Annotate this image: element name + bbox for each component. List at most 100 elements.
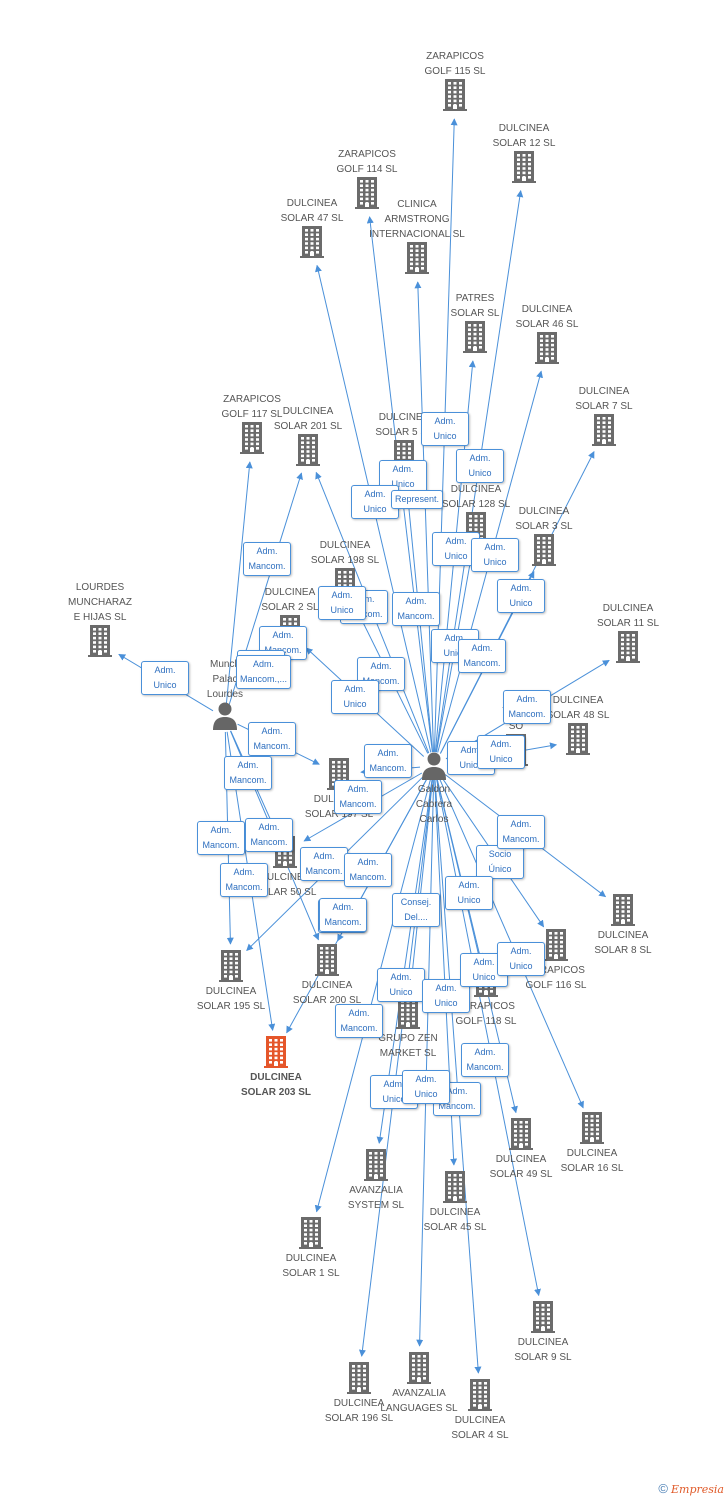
edge-label[interactable]: Adm. Unico xyxy=(379,460,427,494)
node-label: ZARAPICOS GOLF 117 SL xyxy=(221,394,283,420)
node-label: DULCINEA SOLAR 195 SL xyxy=(196,986,266,1012)
edge-label[interactable]: Adm. Mancom. xyxy=(364,744,412,778)
company-node-d1[interactable]: DULCINEA SOLAR 1 SL xyxy=(256,1217,366,1281)
node-label: AVANZALIA LANGUAGES SL xyxy=(380,1388,458,1414)
edge-label[interactable]: Adm. Mancom. xyxy=(220,863,268,897)
node-label: DULCINEA SOLAR 196 SL xyxy=(324,1398,394,1424)
building-icon xyxy=(537,1112,647,1144)
edge-label[interactable]: Adm. Unico xyxy=(477,735,525,769)
node-label: GRUPO ZEN MARKET SL xyxy=(378,1033,438,1059)
node-label: ZARAPICOS GOLF 116 SL xyxy=(525,965,587,991)
node-label: DULCINEA SOLAR 45 SL xyxy=(423,1207,487,1233)
edge-label[interactable]: Adm. Mancom. xyxy=(319,898,367,932)
node-label: DULCINEA SOLAR 8 SL xyxy=(594,930,652,956)
building-icon xyxy=(221,1036,331,1068)
edge-label[interactable]: Adm. Mancom. xyxy=(461,1043,509,1077)
edge-label[interactable]: Adm. Unico xyxy=(422,979,470,1013)
company-node-d47[interactable]: DULCINEA SOLAR 47 SL xyxy=(257,196,367,258)
edge-label[interactable]: Adm. Mancom. xyxy=(392,592,440,626)
edge-label[interactable]: Adm. Unico xyxy=(141,661,189,695)
edge-label[interactable]: Adm. Mancom. xyxy=(334,780,382,814)
edge-label[interactable]: Adm. Unico xyxy=(497,942,545,976)
node-label: DULCINEA SOLAR 16 SL xyxy=(560,1148,624,1174)
company-node-lourdes[interactable]: LOURDES MUNCHARAZ E HIJAS SL xyxy=(45,580,155,657)
company-node-patres[interactable]: PATRES SOLAR SL xyxy=(420,291,530,353)
edge-label[interactable]: Adm. Mancom.,... xyxy=(236,655,292,689)
company-node-d195[interactable]: DULCINEA SOLAR 195 SL xyxy=(176,950,286,1014)
company-node-d201[interactable]: DULCINEA SOLAR 201 SL xyxy=(253,404,363,466)
edge-label[interactable]: Adm. Mancom. xyxy=(335,1004,383,1038)
person-icon xyxy=(379,752,489,780)
node-label: AVANZALIA SYSTEM SL xyxy=(347,1185,405,1211)
company-node-d9[interactable]: DULCINEA SOLAR 9 SL xyxy=(488,1301,598,1365)
company-node-z114[interactable]: ZARAPICOS GOLF 114 SL xyxy=(312,147,422,209)
company-node-d12[interactable]: DULCINEA SOLAR 12 SL xyxy=(469,121,579,183)
company-node-d7[interactable]: DULCINEA SOLAR 7 SL xyxy=(549,384,659,446)
building-icon xyxy=(176,950,286,982)
person-node-mpl[interactable]: Munch Palac Lourdes xyxy=(170,657,280,730)
building-icon xyxy=(425,1379,535,1411)
edge-label[interactable]: Adm. Mancom. xyxy=(245,818,293,852)
building-icon xyxy=(469,151,579,183)
building-icon xyxy=(312,177,422,209)
building-icon xyxy=(400,1171,510,1203)
company-node-d45[interactable]: DULCINEA SOLAR 45 SL xyxy=(400,1171,510,1235)
company-node-d49[interactable]: DULCINEA SOLAR 49 SL xyxy=(466,1118,576,1182)
edge-label[interactable]: Consej. Del.... xyxy=(392,893,440,927)
edge-label[interactable]: Adm. Mancom. xyxy=(224,756,272,790)
edge-label[interactable]: Adm. Unico xyxy=(377,968,425,1002)
edge-label[interactable]: Adm. Unico xyxy=(318,586,366,620)
edge-label[interactable]: Adm. Unico xyxy=(421,412,469,446)
building-icon xyxy=(501,929,611,961)
edge-gc-d4 xyxy=(434,779,482,1374)
company-node-z116[interactable]: ZARAPICOS GOLF 116 SL xyxy=(501,929,611,993)
company-node-zen[interactable]: GRUPO ZEN MARKET SL xyxy=(353,997,463,1061)
edge-label[interactable]: Adm. Unico xyxy=(331,680,379,714)
company-node-d11[interactable]: DULCINEA SOLAR 11 SL xyxy=(573,601,683,663)
node-label: LOURDES MUNCHARAZ E HIJAS SL xyxy=(68,582,132,623)
company-node-d196[interactable]: DULCINEA SOLAR 196 SL xyxy=(304,1362,414,1426)
edge-label[interactable]: Adm. Mancom. xyxy=(503,690,551,724)
node-label: DULCINEA SOLAR 1 SL xyxy=(282,1253,340,1279)
edge-label[interactable]: Socio Único xyxy=(476,845,524,879)
company-node-z117[interactable]: ZARAPICOS GOLF 117 SL xyxy=(197,392,307,454)
company-node-z115[interactable]: ZARAPICOS GOLF 115 SL xyxy=(400,49,510,111)
edge-label[interactable]: Adm. Mancom. xyxy=(344,853,392,887)
edge-label[interactable]: Adm. Unico xyxy=(456,449,504,483)
edge-label[interactable]: Represent. xyxy=(391,490,444,509)
node-label: DULCINEA SOLAR 9 SL xyxy=(514,1337,572,1363)
person-node-gc[interactable]: Galdon Cabrera Carlos xyxy=(379,752,489,827)
edge-gc-d1 xyxy=(314,779,431,1213)
edge-label[interactable]: Adm. Mancom. xyxy=(248,722,296,756)
edge-label[interactable]: Adm. Mancom. xyxy=(300,847,348,881)
edge-label[interactable]: Adm. Unico xyxy=(471,538,519,572)
building-icon xyxy=(488,1301,598,1333)
building-icon xyxy=(400,79,510,111)
company-node-d200[interactable]: DULCINEA SOLAR 200 SL xyxy=(272,944,382,1008)
building-icon xyxy=(568,894,678,926)
edge-gc-avlang xyxy=(416,779,435,1347)
node-label: Galdon Cabrera Carlos xyxy=(415,784,453,825)
building-icon xyxy=(256,1217,366,1249)
edge-label[interactable]: Adm. Mancom. xyxy=(243,542,291,576)
company-node-d16[interactable]: DULCINEA SOLAR 16 SL xyxy=(537,1112,647,1176)
company-node-avlang[interactable]: AVANZALIA LANGUAGES SL xyxy=(364,1352,474,1416)
edge-label[interactable]: Adm. Unico xyxy=(402,1070,450,1104)
company-node-d48[interactable]: DULCINEA SOLAR 48 SL xyxy=(523,693,633,755)
edge-label[interactable]: Adm. Mancom. xyxy=(458,639,506,673)
node-label: DULCINEA SOLAR 12 SL xyxy=(492,123,556,149)
building-icon xyxy=(420,321,530,353)
node-label: DULCINEA SOLAR 2 SL xyxy=(261,587,319,613)
edge-label[interactable]: Adm. Unico xyxy=(497,579,545,613)
company-node-d3[interactable]: DULCINEA SOLAR 3 SL xyxy=(489,504,599,566)
brand-logo[interactable]: Empresia xyxy=(671,1483,724,1496)
edge-label[interactable]: Adm. Mancom. xyxy=(197,821,245,855)
company-node-clinica[interactable]: CLINICA ARMSTRONG INTERNACIONAL SL xyxy=(362,197,472,274)
company-node-d8[interactable]: DULCINEA SOLAR 8 SL xyxy=(568,894,678,958)
company-node-d46[interactable]: DULCINEA SOLAR 46 SL xyxy=(492,302,602,364)
edge-label[interactable]: Adm. Unico xyxy=(445,876,493,910)
edge-label[interactable]: Adm. Mancom. xyxy=(497,815,545,849)
company-node-avsys[interactable]: AVANZALIA SYSTEM SL xyxy=(321,1149,431,1213)
company-node-d4[interactable]: DULCINEA SOLAR 4 SL xyxy=(425,1379,535,1443)
company-node-focus[interactable]: DULCINEA SOLAR 203 SL xyxy=(221,1036,331,1100)
